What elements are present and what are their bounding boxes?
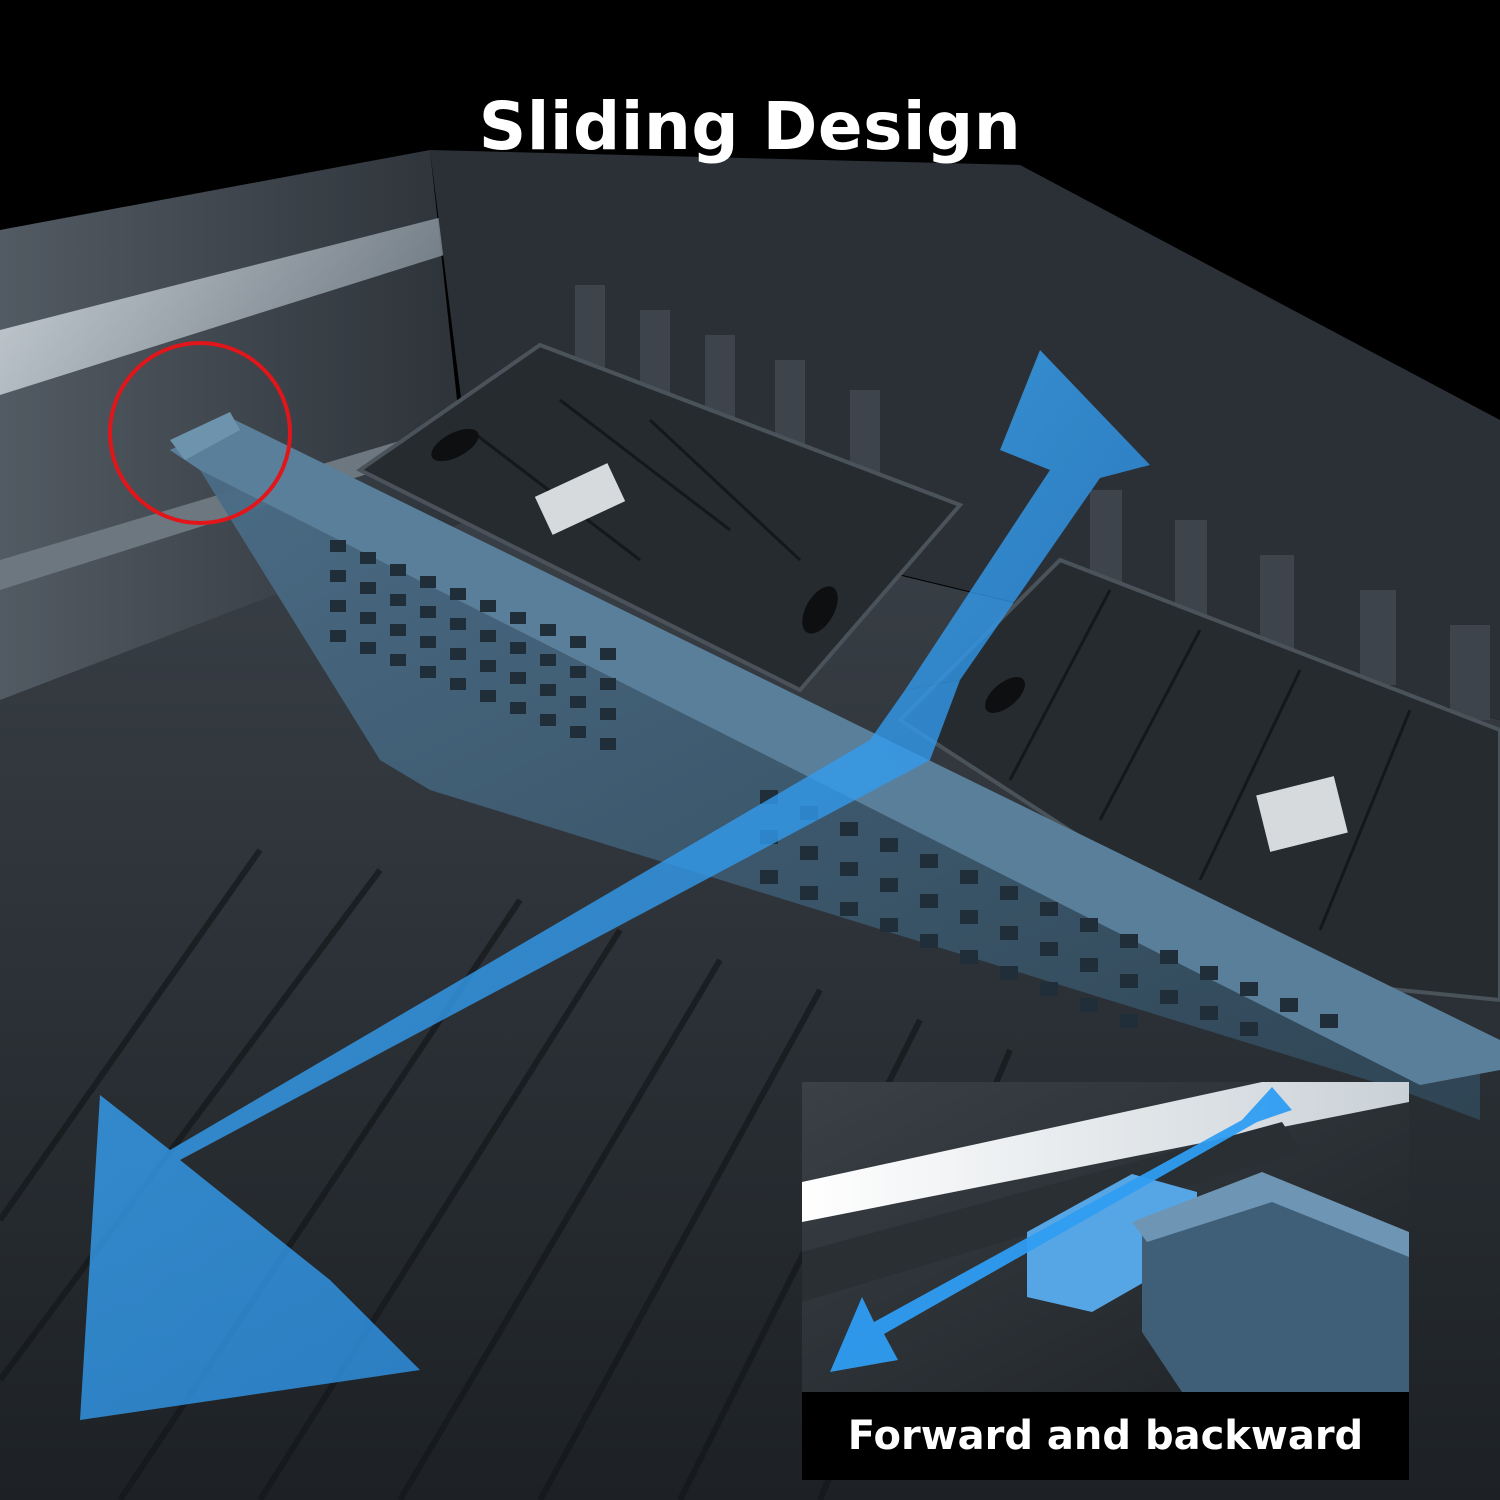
divider-top-bar [170,420,1500,1085]
inset-arrow [830,1087,1292,1372]
inset-slider-block [1027,1174,1197,1312]
inset-closeup [802,1082,1409,1392]
inset-divider-frame [1142,1177,1409,1392]
bed-back-wall [430,150,1500,720]
side-rail-light [0,215,460,395]
divider-end-bracket [170,412,240,460]
inset-frame-top [1132,1172,1409,1257]
red-circle-highlight [108,341,292,525]
divider-perforations [330,540,1338,1036]
inset-caption: Forward and backward [802,1392,1409,1480]
inset-detail-panel: Forward and backward [802,1082,1409,1480]
headline-title: Sliding Design [478,88,1022,165]
double-headed-arrow-icon [80,350,1150,1420]
tray-label-right [1256,776,1348,852]
tray-label-left [534,463,626,535]
